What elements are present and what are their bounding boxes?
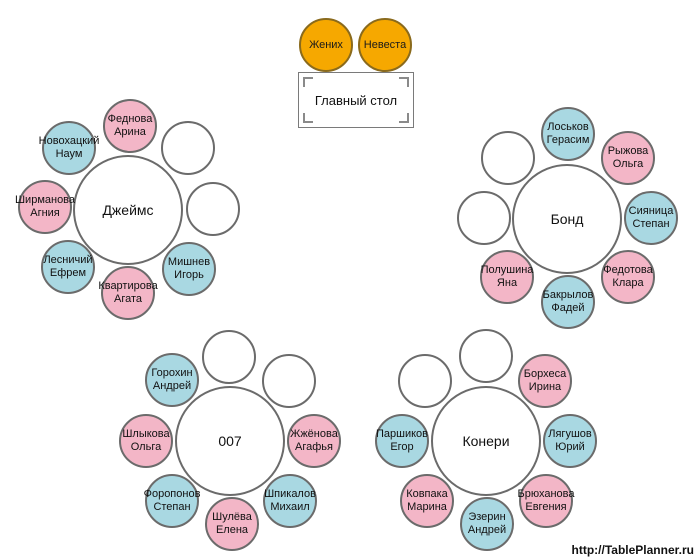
guest-first-name: Лягушов — [548, 428, 592, 440]
guest-first-name: Федотова — [603, 264, 653, 276]
guest-second-name: Андрей — [467, 524, 507, 536]
guest-second-name: Ирина — [528, 381, 562, 393]
corner-handle-icon[interactable] — [399, 77, 409, 87]
guest-first-name: Ширманова — [14, 194, 76, 206]
guest-first-name: Брюханова — [517, 488, 575, 500]
guest-first-name: Мишнев — [167, 256, 211, 268]
guest-second-name: Ефрем — [49, 267, 87, 279]
guest-first-name: Форопонов — [143, 488, 201, 500]
guest-first-name: Горохин — [151, 367, 193, 379]
guest-first-name: Лоськов — [547, 121, 589, 133]
guest-first-name: Сияница — [628, 205, 674, 217]
table-name: Джеймс — [102, 202, 154, 218]
guest-first-name: Феднова — [107, 113, 153, 125]
guest-first-name: Борхеса — [523, 368, 567, 380]
bride-label: Невеста — [363, 39, 407, 51]
empty-seat[interactable] — [262, 354, 316, 408]
guest-first-name: Новохацкий — [38, 135, 100, 147]
guest-first-name: Ковпака — [406, 488, 448, 500]
table-name: Бонд — [550, 211, 584, 227]
guest-second-name: Ольга — [130, 441, 162, 453]
main-table-label: Главный стол — [314, 92, 398, 108]
table-name: Конери — [462, 433, 510, 449]
guest-second-name: Игорь — [174, 269, 204, 281]
table-bond[interactable]: Бонд — [512, 164, 622, 274]
guest-second-name: Елена — [215, 524, 249, 536]
guest-first-name: Квартирова — [98, 280, 158, 292]
guest-first-name: Шулёва — [212, 511, 252, 523]
empty-seat[interactable] — [457, 191, 511, 245]
guest-second-name: Агата — [114, 293, 143, 305]
empty-seat[interactable] — [481, 131, 535, 185]
empty-seat[interactable] — [161, 121, 215, 175]
corner-handle-icon[interactable] — [303, 77, 313, 87]
empty-seat[interactable] — [186, 182, 240, 236]
guest-second-name: Ольга — [612, 158, 644, 170]
guest-second-name: Агафья — [295, 441, 333, 453]
guest-second-name: Арина — [114, 126, 146, 138]
guest-second-name: Юрий — [555, 441, 585, 453]
guest-second-name: Михаил — [270, 501, 310, 513]
guest-second-name: Клара — [612, 277, 644, 289]
guest-second-name: Егор — [390, 441, 414, 453]
guest-first-name: Паршиков — [376, 428, 429, 440]
guest-first-name: Жжёнова — [290, 428, 338, 440]
guest-first-name: Бакрылов — [542, 289, 594, 301]
guest-first-name: Шпикалов — [264, 488, 316, 500]
main-table[interactable]: Главный стол — [298, 72, 414, 128]
guest-second-name: Наум — [55, 148, 83, 160]
corner-handle-icon[interactable] — [303, 113, 313, 123]
bride-seat[interactable]: Невеста — [358, 18, 412, 72]
empty-seat[interactable] — [459, 329, 513, 383]
guest-second-name: Андрей — [152, 380, 192, 392]
guest-second-name: Герасим — [546, 134, 590, 146]
groom-label: Жених — [309, 39, 343, 51]
guest-second-name: Марина — [407, 501, 447, 513]
guest-first-name: Рыжова — [607, 145, 649, 157]
guest-first-name: Эзерин — [468, 511, 506, 523]
groom-seat[interactable]: Жених — [299, 18, 353, 72]
table-connery[interactable]: Конери — [431, 386, 541, 496]
empty-seat[interactable] — [202, 330, 256, 384]
guest-second-name: Фадей — [551, 302, 585, 314]
guest-second-name: Степан — [632, 218, 670, 230]
table-007[interactable]: 007 — [175, 386, 285, 496]
guest-second-name: Степан — [153, 501, 191, 513]
table-james[interactable]: Джеймс — [73, 155, 183, 265]
guest-first-name: Лесничий — [43, 254, 93, 266]
guest-first-name: Полушина — [480, 264, 534, 276]
guest-second-name: Агния — [30, 207, 60, 219]
table-name: 007 — [218, 433, 242, 449]
guest-first-name: Шлыкова — [122, 428, 170, 440]
corner-handle-icon[interactable] — [399, 113, 409, 123]
guest-second-name: Яна — [496, 277, 518, 289]
empty-seat[interactable] — [398, 354, 452, 408]
site-url-watermark: http://TablePlanner.ru — [571, 543, 694, 557]
guest-second-name: Евгения — [525, 501, 567, 513]
